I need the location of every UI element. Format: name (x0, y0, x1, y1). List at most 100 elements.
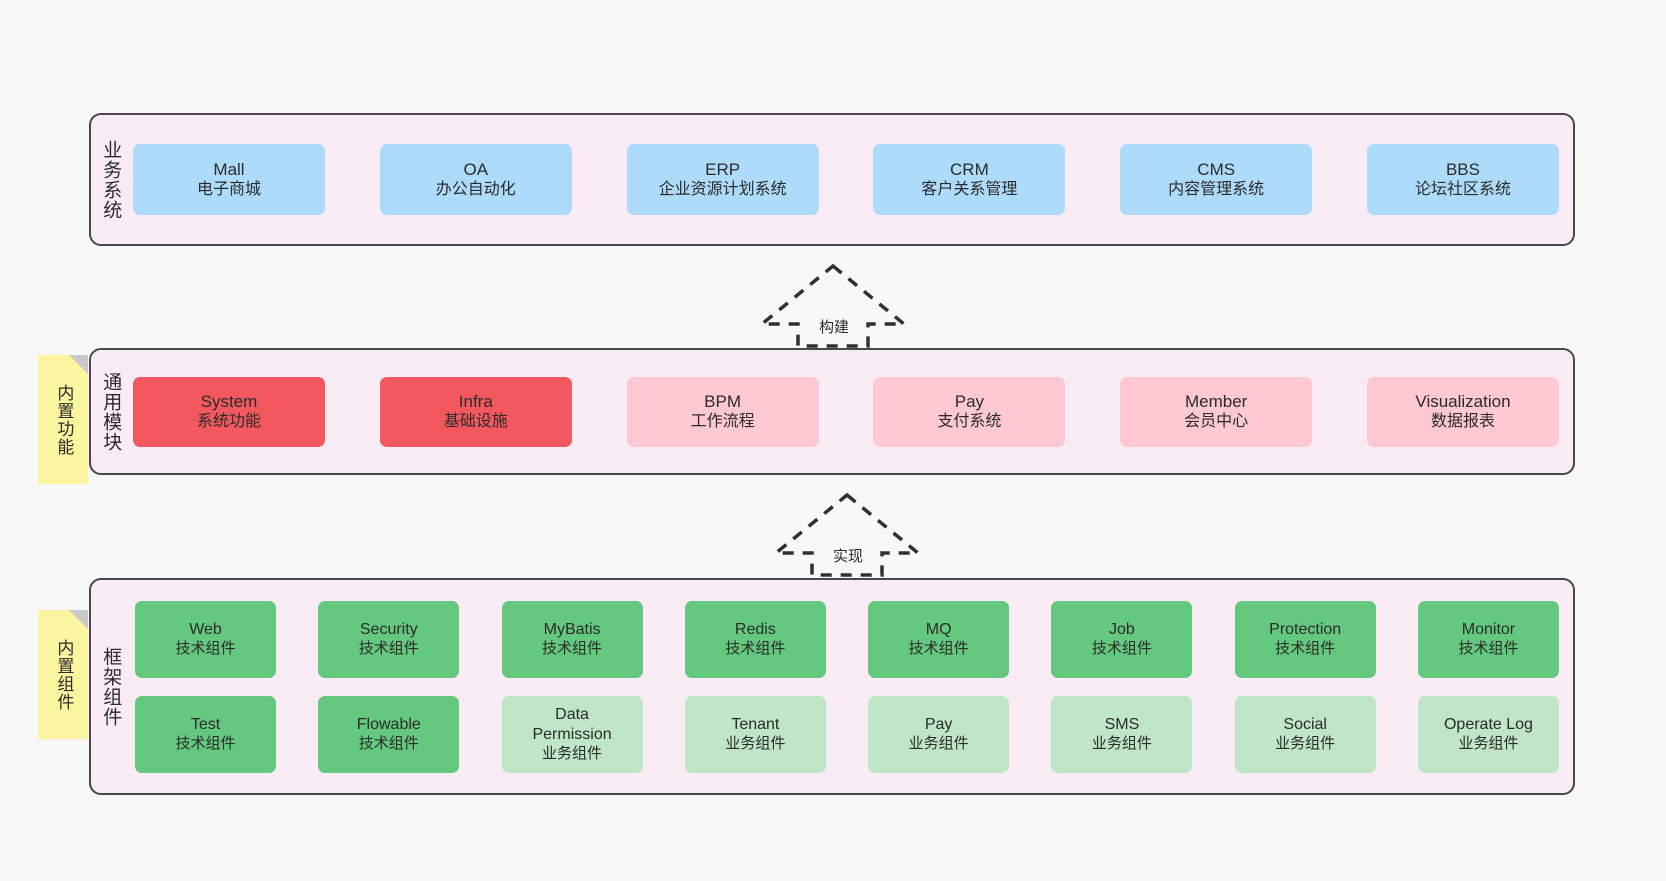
card-bbs[interactable]: BBS 论坛社区系统 (1366, 144, 1559, 215)
card-infra[interactable]: Infra 基础设施 (379, 376, 572, 447)
card-subtitle: 客户关系管理 (921, 181, 1018, 199)
card-subtitle: 业务组件 (1275, 734, 1336, 752)
section-common-modules: 通用模块 System 系统功能 Infra 基础设施 BPM 工作流程 Pay… (89, 348, 1575, 475)
card-flowable[interactable]: Flowable 技术组件 (318, 695, 460, 773)
card-title: Flowable (356, 715, 421, 733)
card-title: Web (189, 620, 222, 638)
card-subtitle: 业务组件 (1458, 734, 1519, 752)
card-system[interactable]: System 系统功能 (133, 376, 325, 447)
card-subtitle: 业务组件 (725, 734, 786, 752)
card-data-permission[interactable]: Data Permission 业务组件 (501, 695, 643, 773)
section-title-framework-components: 框架组件 (100, 646, 122, 727)
card-subtitle: 系统功能 (196, 413, 261, 431)
card-job[interactable]: Job 技术组件 (1051, 600, 1193, 678)
card-monitor[interactable]: Monitor 技术组件 (1417, 600, 1559, 678)
card-subtitle: 技术组件 (175, 639, 236, 657)
card-subtitle: 业务组件 (542, 744, 603, 762)
card-title: ERP (705, 160, 741, 180)
card-subtitle: 基础设施 (443, 413, 508, 431)
section-business-systems: 业务系统 Mall 电子商城 OA 办公自动化 ERP 企业资源计划系统 CRM… (89, 113, 1575, 246)
card-title: BPM (704, 392, 742, 412)
card-title: Mall (213, 160, 245, 180)
card-redis[interactable]: Redis 技术组件 (684, 600, 826, 678)
card-sms[interactable]: SMS 业务组件 (1051, 695, 1193, 773)
card-mall[interactable]: Mall 电子商城 (133, 144, 325, 215)
card-title: MyBatis (543, 620, 601, 638)
card-title: Infra (458, 392, 493, 412)
framework-row-technical: Web 技术组件 Security 技术组件 MyBatis 技术组件 Redi… (135, 600, 1559, 678)
business-card-list: Mall 电子商城 OA 办公自动化 ERP 企业资源计划系统 CRM 客户关系… (129, 115, 1573, 244)
card-title: Redis (734, 620, 776, 638)
card-title: MQ (925, 620, 952, 638)
framework-card-grid: Web 技术组件 Security 技术组件 MyBatis 技术组件 Redi… (129, 580, 1573, 793)
card-subtitle: 技术组件 (908, 639, 969, 657)
card-subtitle: 内容管理系统 (1168, 181, 1265, 199)
card-subtitle: 数据报表 (1430, 413, 1495, 431)
card-tenant[interactable]: Tenant 业务组件 (684, 695, 826, 773)
section-title-business-systems: 业务系统 (100, 139, 122, 220)
card-subtitle: 企业资源计划系统 (658, 181, 787, 199)
card-web[interactable]: Web 技术组件 (135, 600, 276, 678)
card-subtitle: 技术组件 (1275, 639, 1336, 657)
card-subtitle: 技术组件 (1458, 639, 1519, 657)
card-subtitle: 办公自动化 (435, 181, 516, 199)
card-title: Social (1283, 715, 1327, 733)
card-title: Pay (924, 715, 953, 733)
note-text: 内置组件 (54, 638, 74, 711)
framework-row-business: Test 技术组件 Flowable 技术组件 Data Permission … (135, 695, 1559, 773)
card-oa[interactable]: OA 办公自动化 (379, 144, 572, 215)
card-subtitle: 支付系统 (937, 413, 1002, 431)
card-cms[interactable]: CMS 内容管理系统 (1120, 144, 1313, 215)
card-title: Protection (1269, 620, 1342, 638)
card-pay-business[interactable]: Pay 业务组件 (868, 695, 1010, 773)
card-operate-log[interactable]: Operate Log 业务组件 (1417, 695, 1559, 773)
card-visualization[interactable]: Visualization 数据报表 (1366, 376, 1559, 447)
card-title: OA (463, 160, 489, 180)
card-title: Test (190, 715, 221, 733)
card-title: BBS (1445, 160, 1480, 180)
card-subtitle: 工作流程 (690, 413, 755, 431)
card-title: CRM (950, 160, 989, 180)
card-title: Operate Log (1443, 715, 1533, 733)
card-subtitle: 技术组件 (725, 639, 786, 657)
card-subtitle: 技术组件 (542, 639, 603, 657)
arrow-build: 构建 (757, 262, 909, 348)
note-fold-corner-icon (69, 610, 88, 629)
card-subtitle: 技术组件 (175, 734, 236, 752)
arrow-implement-label: 实现 (831, 545, 866, 566)
card-title: Member (1185, 392, 1248, 412)
note-text: 内置功能 (54, 383, 74, 456)
card-security[interactable]: Security 技术组件 (318, 600, 460, 678)
card-bpm[interactable]: BPM 工作流程 (626, 376, 819, 447)
card-erp[interactable]: ERP 企业资源计划系统 (626, 144, 819, 215)
card-title: SMS (1104, 715, 1140, 733)
card-title: Pay (954, 392, 985, 412)
card-subtitle: 会员中心 (1184, 413, 1249, 431)
arrow-implement: 实现 (771, 491, 923, 577)
card-protection[interactable]: Protection 技术组件 (1234, 600, 1376, 678)
card-subtitle: 电子商城 (196, 181, 261, 199)
card-social[interactable]: Social 业务组件 (1234, 695, 1376, 773)
common-card-list: System 系统功能 Infra 基础设施 BPM 工作流程 Pay 支付系统… (129, 350, 1573, 473)
card-title: Job (1109, 620, 1135, 638)
card-title: Security (359, 620, 418, 638)
card-subtitle: 技术组件 (358, 639, 419, 657)
card-subtitle: 技术组件 (1091, 639, 1152, 657)
card-title: CMS (1197, 160, 1236, 180)
card-pay[interactable]: Pay 支付系统 (873, 376, 1066, 447)
card-mq[interactable]: MQ 技术组件 (868, 600, 1010, 678)
card-crm[interactable]: CRM 客户关系管理 (873, 144, 1066, 215)
card-title: Monitor (1461, 620, 1516, 638)
note-builtin-components: 内置组件 (38, 610, 88, 739)
card-test[interactable]: Test 技术组件 (135, 695, 276, 773)
card-title: Visualization (1415, 392, 1511, 412)
note-builtin-features: 内置功能 (38, 355, 88, 484)
card-mybatis[interactable]: MyBatis 技术组件 (501, 600, 643, 678)
note-fold-corner-icon (69, 355, 88, 374)
section-title-common-modules: 通用模块 (100, 371, 122, 452)
card-title: Data Permission (532, 705, 612, 743)
card-member[interactable]: Member 会员中心 (1120, 376, 1313, 447)
card-subtitle: 技术组件 (358, 734, 419, 752)
card-title: System (200, 392, 258, 412)
